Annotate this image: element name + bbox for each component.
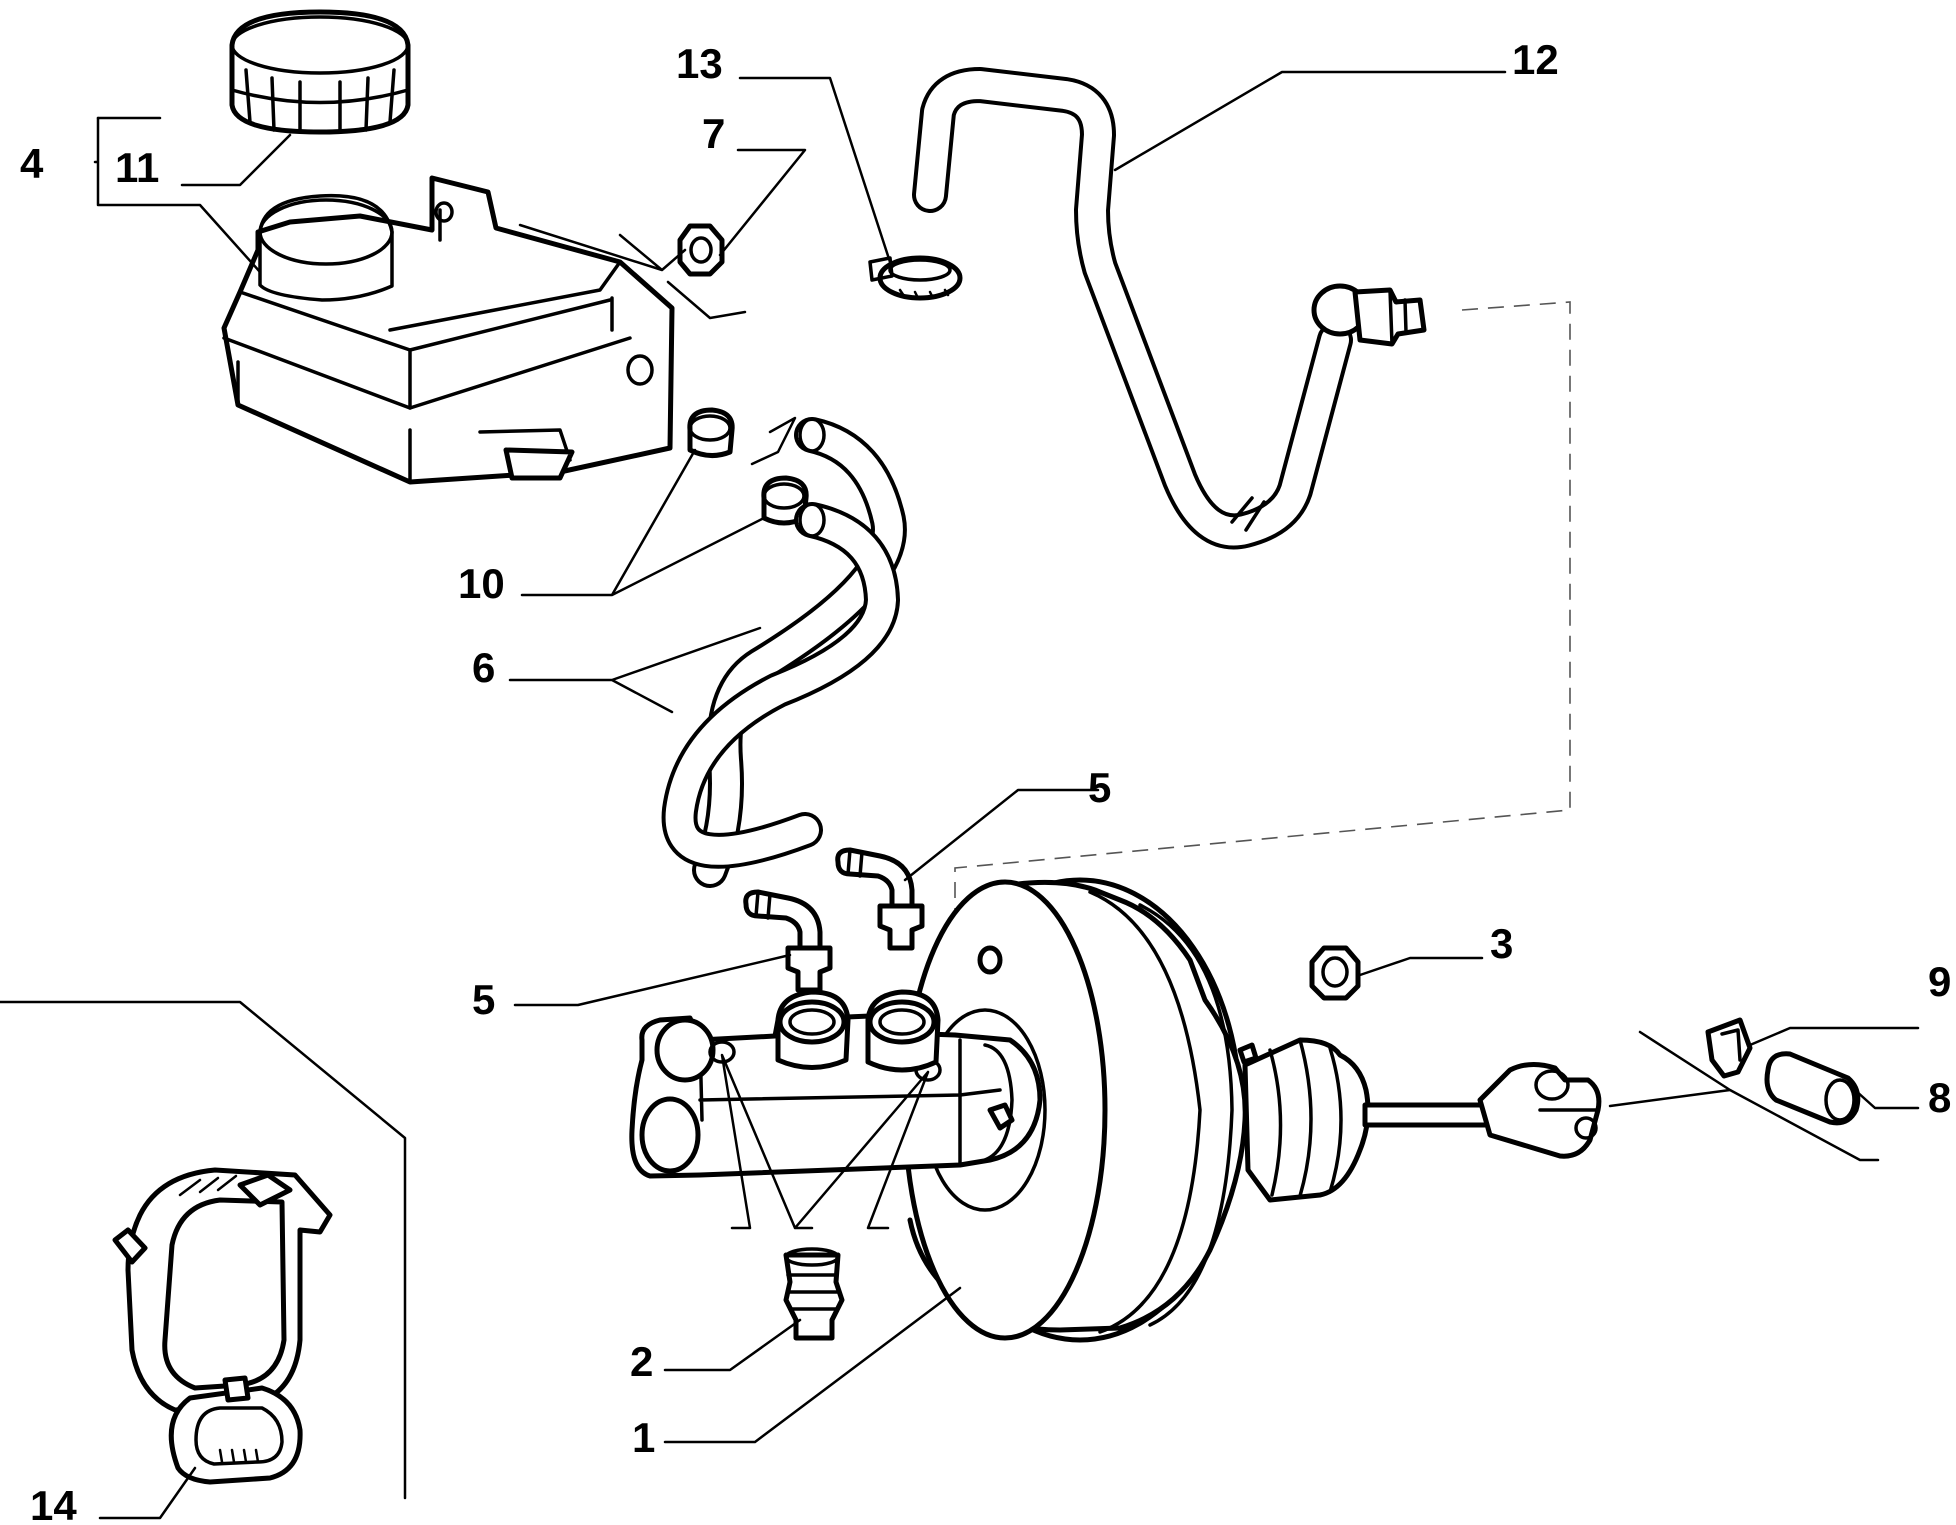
vacuum-hose (912, 67, 1427, 550)
hose-fitting-right (835, 847, 925, 951)
callout-12: 12 (1512, 36, 1559, 83)
callout-8: 8 (1928, 1074, 1951, 1121)
callout-7: 7 (702, 110, 725, 157)
booster-mounting-nut (1309, 945, 1361, 1001)
clevis-pin (1764, 1051, 1861, 1126)
bleed-screw (783, 1247, 845, 1341)
callout-1: 1 (632, 1414, 655, 1461)
fluid-hoses (661, 417, 907, 888)
callout-11: 11 (115, 144, 159, 191)
callout-2: 2 (630, 1338, 653, 1385)
callout-5-lower: 5 (472, 976, 495, 1023)
vacuum-routing-dashed-line (954, 301, 1571, 960)
reservoir-cap (229, 9, 411, 135)
callout-labels: 4 11 7 13 12 10 6 5 5 3 9 8 2 1 14 (20, 36, 1951, 1525)
hose-clamp-small-upper (687, 407, 735, 458)
callout-3: 3 (1490, 920, 1513, 967)
hose-clamp-upper (868, 255, 963, 301)
hose-clamp-small-lower (761, 475, 809, 526)
callout-14: 14 (30, 1482, 77, 1525)
brake-booster (902, 877, 1602, 1343)
reservoir-mounting-nut (677, 223, 725, 277)
brake-fluid-reservoir (221, 175, 675, 485)
clamp-detail-marks (750, 416, 797, 466)
retaining-clip (1705, 1017, 1753, 1079)
leader-lines (0, 70, 1920, 1520)
hose-fitting-left (743, 889, 833, 993)
callout-10: 10 (458, 560, 505, 607)
pipe-retaining-clip (112, 1167, 333, 1485)
callout-13: 13 (676, 40, 723, 87)
callout-5-upper: 5 (1088, 764, 1111, 811)
callout-9: 9 (1928, 958, 1951, 1005)
callout-6: 6 (472, 644, 495, 691)
callout-4: 4 (20, 140, 44, 187)
